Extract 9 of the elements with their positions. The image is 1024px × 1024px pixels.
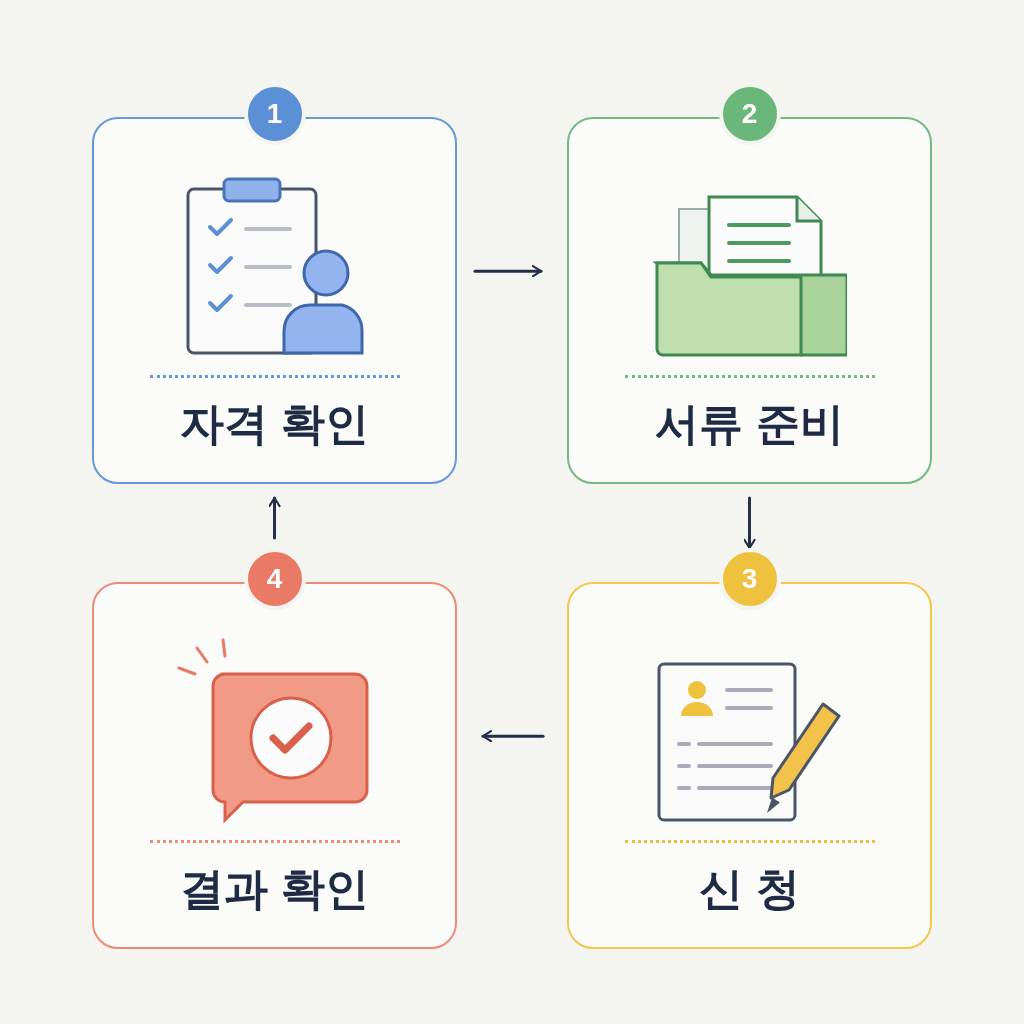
- arrow: [473, 265, 543, 278]
- step-title: 서류 준비: [655, 398, 844, 450]
- step-title: 신 청: [699, 863, 800, 915]
- arrow: [481, 730, 545, 743]
- step-title: 자격 확인: [180, 398, 369, 450]
- step-number-badge: 3: [718, 548, 781, 610]
- step-title: 결과 확인: [180, 863, 369, 915]
- arrow: [743, 496, 756, 550]
- arrow: [268, 496, 281, 540]
